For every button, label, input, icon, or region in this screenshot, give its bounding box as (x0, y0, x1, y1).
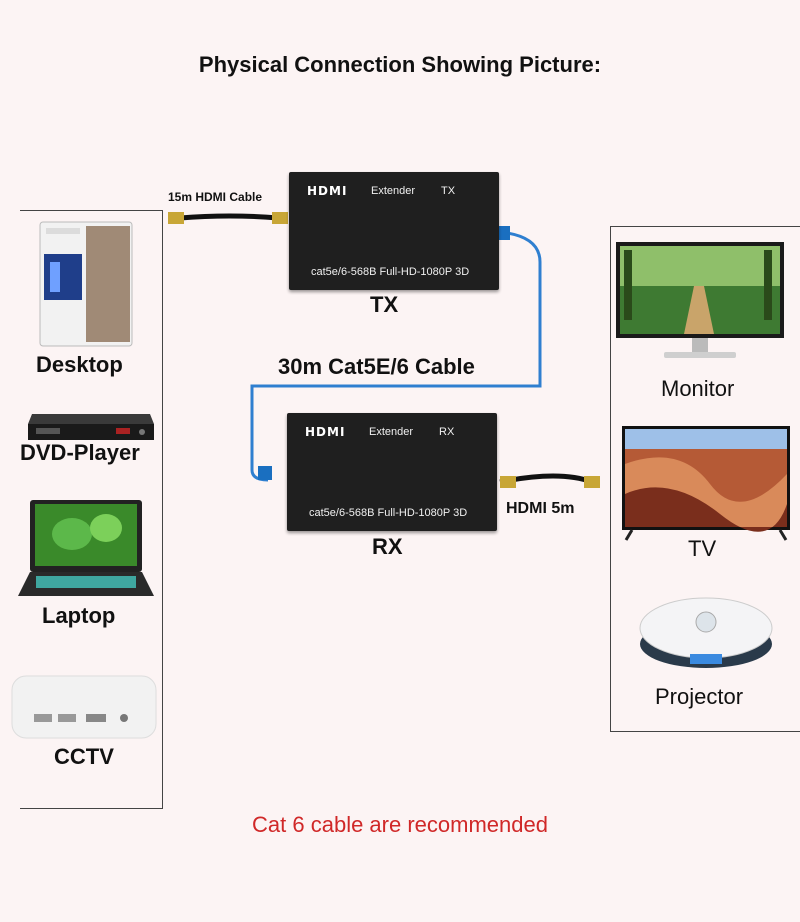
tv-icon (620, 424, 792, 546)
display-label-tv: TV (688, 536, 716, 562)
tx-hdmi-logo: HDMI (307, 184, 347, 198)
input-hdmi-cable-label: 15m HDMI Cable (168, 190, 262, 204)
recommendation-note: Cat 6 cable are recommended (0, 812, 800, 838)
display-label-projector: Projector (655, 684, 743, 710)
projector-icon (636, 592, 776, 682)
tx-spec-text: cat5e/6-568B Full-HD-1080P 3D (311, 266, 469, 278)
tx-extender-text: Extender (371, 185, 415, 197)
tx-mode-text: TX (441, 185, 455, 197)
output-hdmi-cable-label: HDMI 5m (506, 500, 574, 518)
rx-hdmi-logo: HDMI (305, 425, 345, 439)
display-label-monitor: Monitor (661, 376, 734, 402)
monitor-icon (614, 240, 786, 370)
input-hdmi-cable (180, 216, 278, 218)
tx-label: TX (370, 292, 398, 318)
rx-label: RX (372, 534, 403, 560)
rx-extender-text: Extender (369, 426, 413, 438)
rx-spec-text: cat5e/6-568B Full-HD-1080P 3D (309, 507, 467, 519)
rx-extender: HDMI Extender RX cat5e/6-568B Full-HD-10… (287, 413, 497, 531)
tx-extender: HDMI Extender TX cat5e/6-568B Full-HD-10… (289, 172, 499, 290)
cat-cable-label: 30m Cat5E/6 Cable (278, 354, 475, 380)
rx-mode-text: RX (439, 426, 454, 438)
